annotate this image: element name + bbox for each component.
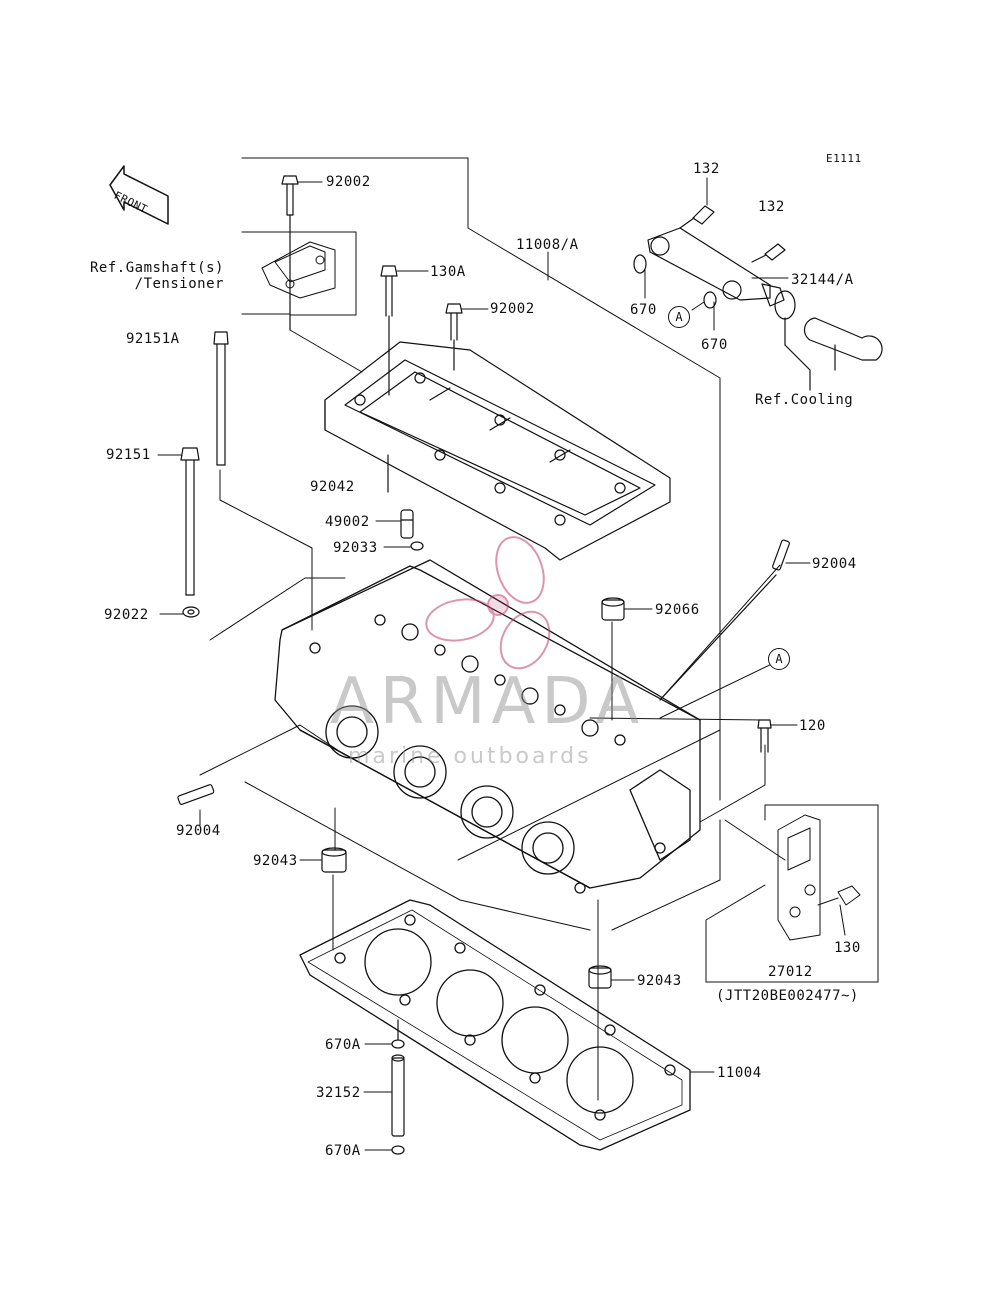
part-label-27012: 27012: [768, 964, 813, 980]
gamshaft-reference-box: [241, 231, 357, 316]
callout-a-pipe: A: [668, 306, 690, 328]
bolt-120: [757, 719, 772, 753]
part-label-670-b: 670: [701, 337, 728, 353]
part-label-92004-left: 92004: [176, 823, 221, 839]
bolt-92151: [180, 447, 200, 596]
bolt-130A: [380, 265, 398, 396]
hose-clamp: [774, 290, 796, 320]
part-label-11004: 11004: [717, 1065, 762, 1081]
bolt-132-b: [751, 243, 786, 263]
o-ring-670A-top: [391, 1039, 405, 1049]
cylinder-head: [274, 559, 701, 894]
part-label-132-a: 132: [693, 161, 720, 177]
bolt-92002-top: [281, 175, 299, 331]
ring-92033: [410, 541, 424, 551]
part-label-92002-mid: 92002: [490, 301, 535, 317]
bracket-27012-box: [705, 804, 879, 983]
water-pipe-32144A: [633, 227, 785, 309]
part-label-120: 120: [799, 718, 826, 734]
part-label-670A-top: 670A: [325, 1037, 361, 1053]
washer-92022: [182, 606, 200, 618]
callout-a-head: A: [768, 648, 790, 670]
part-label-92004-right: 92004: [812, 556, 857, 572]
part-label-670A-bottom: 670A: [325, 1143, 361, 1159]
part-label-670-a: 670: [630, 302, 657, 318]
part-label-32144A: 32144/A: [791, 272, 854, 288]
camshaft-holder: [324, 341, 671, 561]
dowel-92066: [601, 597, 625, 621]
dowel-92043-right: [588, 965, 612, 989]
diagram-code: E1111: [826, 152, 862, 165]
stud-92004-right: [659, 539, 790, 701]
o-ring-670A-bottom: [391, 1145, 405, 1155]
cooling-reference-label: Ref.Cooling: [755, 392, 854, 408]
bolt-132-a: [679, 205, 715, 229]
head-gasket-11004: [299, 899, 691, 1151]
front-arrow-icon: [109, 165, 169, 225]
watermark-logo: [425, 536, 551, 670]
part-label-92043-right: 92043: [637, 973, 682, 989]
watermark-name: ARMADA: [330, 665, 646, 739]
stud-92004-left: [177, 784, 215, 805]
part-label-92151A: 92151A: [126, 331, 180, 347]
guide-49002: [400, 509, 414, 539]
bolt-92151A: [213, 331, 229, 466]
part-label-92002-top: 92002: [326, 174, 371, 190]
part-label-32152: 32152: [316, 1085, 361, 1101]
pipe-32152: [391, 1019, 405, 1137]
part-label-130: 130: [834, 940, 861, 956]
part-label-27012-note: (JTT20BE002477~): [716, 988, 859, 1004]
part-label-130A: 130A: [430, 264, 466, 280]
part-label-92043-left: 92043: [253, 853, 298, 869]
assembly-frame-lines: [199, 157, 786, 1101]
part-label-132-b: 132: [758, 199, 785, 215]
dowel-92043-left: [321, 847, 347, 873]
part-label-11008A: 11008/A: [516, 237, 579, 253]
part-label-92042: 92042: [310, 479, 355, 495]
cooling-hose: [784, 317, 883, 391]
part-label-92151: 92151: [106, 447, 151, 463]
part-label-92066: 92066: [655, 602, 700, 618]
part-label-92022: 92022: [104, 607, 149, 623]
watermark-tagline: marine outboards: [348, 744, 592, 769]
gamshaft-reference-label: Ref.Gamshaft(s) /Tensioner: [90, 260, 224, 292]
bolt-92002-mid: [445, 303, 463, 371]
leader-lines: [157, 177, 846, 1151]
part-label-49002: 49002: [325, 514, 370, 530]
part-label-92033: 92033: [333, 540, 378, 556]
